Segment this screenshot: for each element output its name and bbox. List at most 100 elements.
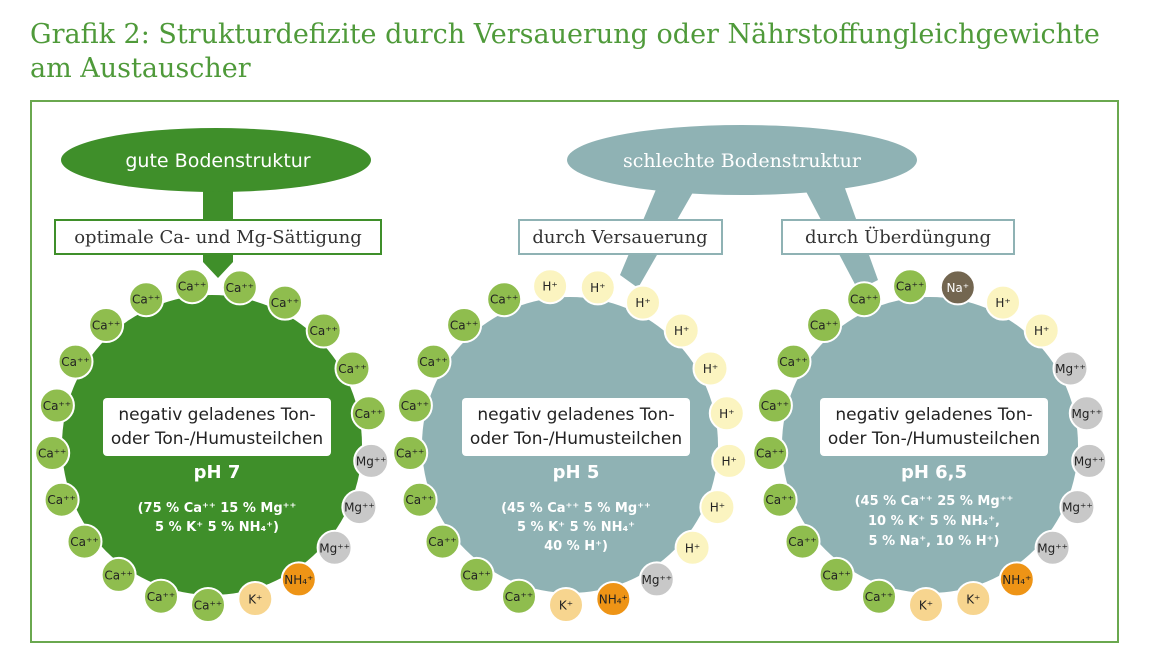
center-line1-p1: negativ geladenes Ton- [118,405,315,425]
center-box-3 [820,398,1048,456]
composition-1-line1: (75 % Ca⁺⁺ 15 % Mg⁺⁺ [138,501,297,516]
center-line2-p1: oder Ton-/Humusteilchen [111,429,323,449]
composition-2-line1: (45 % Ca⁺⁺ 5 % Mg⁺⁺ [501,501,651,516]
ion-circle [237,581,274,617]
box-versauerung-label: durch Versauerung [532,227,707,248]
ion-label: Mg⁺⁺ [319,541,350,555]
good-bubble [61,128,371,192]
ion-label: H⁺ [590,281,605,295]
ion-circle [784,523,821,560]
ion-label: K⁺ [248,593,262,607]
ion-circle [174,268,211,305]
ion-label: Ca⁺⁺ [850,293,878,307]
ion-label: H⁺ [703,362,718,376]
ion-label: Ca⁺⁺ [788,535,816,549]
ion-label: H⁺ [685,541,700,555]
composition-2-line2: 5 % K⁺ 5 % NH₄⁺ [517,520,635,535]
title-line-2: am Austauscher [30,53,251,84]
center-line2-p2: oder Ton-/Humusteilchen [470,429,682,449]
ion-label: Mg⁺⁺ [1074,454,1105,468]
ion-circle [38,387,75,424]
ion-label: Ca⁺⁺ [822,568,850,582]
ion-circle [446,307,483,343]
ion-circle [761,481,798,518]
ion-label: Ca⁺⁺ [401,399,429,413]
ion-circle [674,529,711,566]
ion-label: Ca⁺⁺ [61,355,89,369]
ion-circle [280,561,317,598]
ion-label: Ca⁺⁺ [338,362,366,376]
ion-circle [818,556,855,593]
ion-circle [846,281,883,318]
box-ueberduengung-label: durch Überdüngung [805,225,991,248]
ion-circle [267,284,303,321]
ion-label: Ca⁺⁺ [490,293,518,307]
ion-circle [638,561,675,598]
ion-label: H⁺ [722,454,737,468]
ion-circle [221,269,258,306]
ion-circle [806,307,843,343]
ion-circle [1071,442,1108,479]
ion-label: Ca⁺⁺ [765,493,793,507]
ion-circle [711,442,748,479]
ion-label: Ca⁺⁺ [419,355,447,369]
bad-bubble-label: schlechte Bodenstruktur [623,150,862,172]
ion-label: Ca⁺⁺ [761,399,789,413]
diagram-frame [30,100,1119,643]
ion-circle [908,587,944,623]
ion-circle [128,281,165,318]
title-line-1: Grafik 2: Strukturdefizite durch Versaue… [30,19,1100,50]
ion-circle [334,350,371,387]
center-line1-p3: negativ geladenes Ton- [835,405,1032,425]
ion-label: Ca⁺⁺ [865,590,893,604]
ion-label: Ca⁺⁺ [70,535,98,549]
box-versauerung [518,219,723,255]
ion-circle [1034,529,1071,566]
ion-label: K⁺ [559,599,573,613]
ion-label: Na⁺ [946,281,969,295]
ion-circle [548,587,584,623]
ions-layer: Ca⁺⁺ Ca⁺⁺ Ca⁺⁺ Ca⁺⁺ Ca⁺⁺ Mg⁺⁺ Mg⁺⁺ Mg⁺⁺ NH₄⁺ K⁺ Ca… [34,268,1108,623]
ion-label: Ca⁺⁺ [896,280,924,294]
ion-circle [43,481,80,518]
ion-label: Mg⁺⁺ [1062,501,1093,515]
ion-circle [1068,395,1105,432]
ion-label: Ca⁺⁺ [47,493,75,507]
ion-circle [579,269,616,306]
ph-label-2: pH 5 [553,462,600,483]
ion-label: Ca⁺⁺ [38,447,66,461]
ion-circle [775,343,812,380]
ion-label: Ca⁺⁺ [405,493,433,507]
ph-label-1: pH 7 [194,462,241,483]
ion-label: K⁺ [966,593,980,607]
ion-circle [699,489,736,526]
composition-2-line3: 40 % H⁺) [544,539,608,554]
ion-circle [392,435,429,471]
ion-label: NH₄⁺ [599,593,628,607]
figure-title: Grafik 2: Strukturdefizite durch Versaue… [30,18,1130,86]
ion-circle [501,578,537,615]
ion-label: Mg⁺⁺ [641,573,672,587]
center-box-1 [103,398,331,456]
ion-label: H⁺ [995,296,1010,310]
ion-circle [88,307,125,343]
ion-circle [692,350,729,387]
ion-circle [190,587,226,623]
ion-circle [939,269,976,306]
ion-label: Ca⁺⁺ [309,324,337,338]
ion-circle [396,387,433,424]
ion-label: Ca⁺⁺ [450,319,478,333]
ion-label: H⁺ [719,407,734,421]
ion-label: Ca⁺⁺ [271,296,299,310]
ion-label: Mg⁺⁺ [1055,362,1086,376]
ion-label: Ca⁺⁺ [132,293,160,307]
ion-label: Ca⁺⁺ [355,407,383,421]
ion-label: H⁺ [674,324,689,338]
ion-circle [401,481,438,518]
composition-3-line1: (45 % Ca⁺⁺ 25 % Mg⁺⁺ [855,494,1014,509]
ion-circle [424,523,461,560]
ion-circle [708,395,745,432]
ion-circle [756,387,793,424]
ion-label: H⁺ [1034,324,1049,338]
